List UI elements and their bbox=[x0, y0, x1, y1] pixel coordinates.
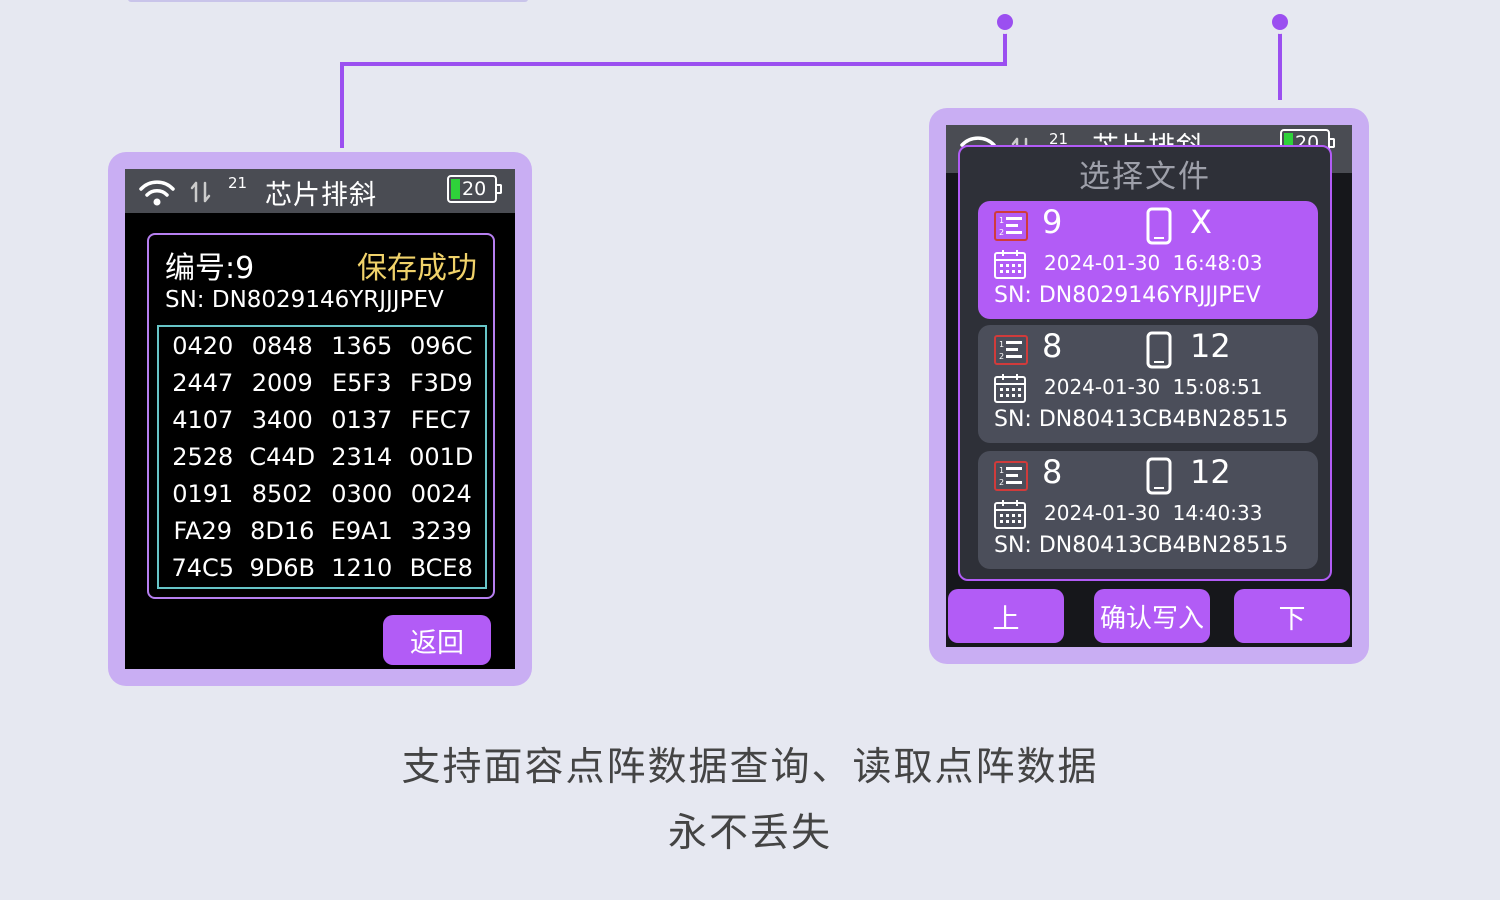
hex-cell: C44D bbox=[249, 442, 316, 471]
sn-label: SN: bbox=[994, 283, 1032, 308]
hex-cell: 0191 bbox=[172, 480, 234, 509]
confirm-write-button[interactable]: 确认写入 bbox=[1094, 589, 1210, 643]
record-panel: 编号:9 保存成功 SN: DN8029146YRJJJPEV 0420 084… bbox=[147, 233, 495, 599]
top-decoration-bar bbox=[128, 0, 528, 2]
caption-line-1: 支持面容点阵数据查询、读取点阵数据 bbox=[401, 745, 1099, 790]
device-left: 21 芯片排斜 20 编号:9 保存成功 SN: DN8029146YRJJJP… bbox=[108, 152, 532, 686]
battery-icon: 20 bbox=[447, 175, 502, 203]
hex-cell: 74C5 bbox=[171, 554, 235, 583]
record-number: 编号:9 bbox=[165, 251, 255, 286]
hex-cell: 1365 bbox=[331, 331, 393, 360]
hex-cell: 3400 bbox=[251, 405, 313, 434]
sn-value: DN8029146YRJJJPEV bbox=[1038, 283, 1261, 308]
hex-cell: 096C bbox=[409, 331, 473, 360]
hex-cell: FA29 bbox=[173, 517, 233, 546]
hex-cell: 0137 bbox=[331, 405, 393, 434]
file-datetime: 2024-01-30 16:48:03 bbox=[1044, 251, 1262, 275]
svg-text:1: 1 bbox=[999, 466, 1004, 475]
status-title: 芯片排斜 bbox=[265, 180, 377, 211]
hex-cell: 9D6B bbox=[249, 554, 315, 583]
hex-cell: F3D9 bbox=[409, 368, 473, 397]
hex-cell: E9A1 bbox=[330, 517, 393, 546]
calendar-icon bbox=[994, 249, 1026, 283]
up-button[interactable]: 上 bbox=[948, 589, 1064, 643]
connector-dot-2 bbox=[1268, 10, 1292, 34]
file-time: 15:08:51 bbox=[1172, 375, 1263, 399]
hex-cell: 8502 bbox=[251, 480, 313, 509]
hex-data-grid: 0420 0848 1365 096C 2447 2009 E5F3 F3D9 … bbox=[157, 325, 487, 589]
file-date: 2024-01-30 bbox=[1044, 501, 1161, 525]
hex-cell: BCE8 bbox=[409, 554, 473, 583]
transfer-arrows-icon bbox=[188, 179, 214, 209]
device-left-screen: 21 芯片排斜 20 编号:9 保存成功 SN: DN8029146YRJJJP… bbox=[125, 169, 515, 669]
file-sn: SN: DN8029146YRJJJPEV bbox=[994, 283, 1261, 308]
caption-line-2: 永不丢失 bbox=[667, 811, 832, 856]
sn-label: SN: bbox=[994, 407, 1032, 432]
sn-value: DN80413CB4BN28515 bbox=[1038, 407, 1289, 432]
svg-text:2: 2 bbox=[999, 478, 1004, 487]
svg-text:1: 1 bbox=[999, 340, 1004, 349]
sn-value: DN80413CB4BN28515 bbox=[1038, 533, 1289, 558]
calendar-icon bbox=[994, 499, 1026, 533]
down-button[interactable]: 下 bbox=[1234, 589, 1350, 643]
connector-dot-1 bbox=[993, 10, 1017, 34]
phone-icon bbox=[1146, 207, 1172, 249]
signal-number: 21 bbox=[1049, 130, 1069, 148]
hex-cell: 2528 bbox=[172, 442, 234, 471]
file-number: 8 bbox=[1042, 327, 1063, 365]
hex-cell: 001D bbox=[409, 442, 474, 471]
file-count: 12 bbox=[1190, 453, 1231, 491]
hex-cell: 0024 bbox=[410, 480, 472, 509]
svg-text:1: 1 bbox=[999, 216, 1004, 225]
hex-cell: 1210 bbox=[331, 554, 393, 583]
device-right: 21 芯片排斜 20 选择文件 12 9 X bbox=[929, 108, 1369, 664]
hex-cell: 0300 bbox=[331, 480, 393, 509]
hex-cell: 8D16 bbox=[250, 517, 315, 546]
record-sn: SN: DN8029146YRJJJPEV bbox=[165, 287, 444, 313]
file-number: 8 bbox=[1042, 453, 1063, 491]
wifi-icon bbox=[137, 179, 177, 211]
svg-text:2: 2 bbox=[999, 228, 1004, 237]
calendar-icon bbox=[994, 373, 1026, 407]
file-number: 9 bbox=[1042, 203, 1063, 241]
hex-cell: 2447 bbox=[172, 368, 234, 397]
svg-text:2: 2 bbox=[999, 352, 1004, 361]
file-sn: SN: DN80413CB4BN28515 bbox=[994, 533, 1288, 558]
file-count: X bbox=[1190, 203, 1212, 241]
status-bar: 21 芯片排斜 20 bbox=[125, 169, 515, 213]
hex-cell: 2009 bbox=[251, 368, 313, 397]
file-sn: SN: DN80413CB4BN28515 bbox=[994, 407, 1288, 432]
phone-icon bbox=[1146, 331, 1172, 373]
hex-cell: 3239 bbox=[410, 517, 472, 546]
sn-label: SN: bbox=[994, 533, 1032, 558]
save-status: 保存成功 bbox=[357, 251, 477, 286]
file-date: 2024-01-30 bbox=[1044, 251, 1161, 275]
hex-cell: 2314 bbox=[331, 442, 393, 471]
signal-number: 21 bbox=[228, 174, 248, 192]
file-date: 2024-01-30 bbox=[1044, 375, 1161, 399]
hex-cell: 0420 bbox=[172, 331, 234, 360]
back-button[interactable]: 返回 bbox=[383, 615, 491, 665]
file-time: 14:40:33 bbox=[1172, 501, 1263, 525]
file-count: 12 bbox=[1190, 327, 1231, 365]
dialog-title: 选择文件 bbox=[1079, 159, 1211, 195]
hex-cell: E5F3 bbox=[331, 368, 392, 397]
device-right-screen: 21 芯片排斜 20 选择文件 12 9 X bbox=[946, 125, 1352, 647]
hex-cell: 4107 bbox=[172, 405, 234, 434]
hex-cell: FEC7 bbox=[410, 405, 472, 434]
phone-icon bbox=[1146, 457, 1172, 499]
file-datetime: 2024-01-30 14:40:33 bbox=[1044, 501, 1262, 525]
hex-cell: 0848 bbox=[251, 331, 313, 360]
battery-level: 20 bbox=[462, 178, 487, 200]
file-time: 16:48:03 bbox=[1172, 251, 1263, 275]
file-datetime: 2024-01-30 15:08:51 bbox=[1044, 375, 1262, 399]
